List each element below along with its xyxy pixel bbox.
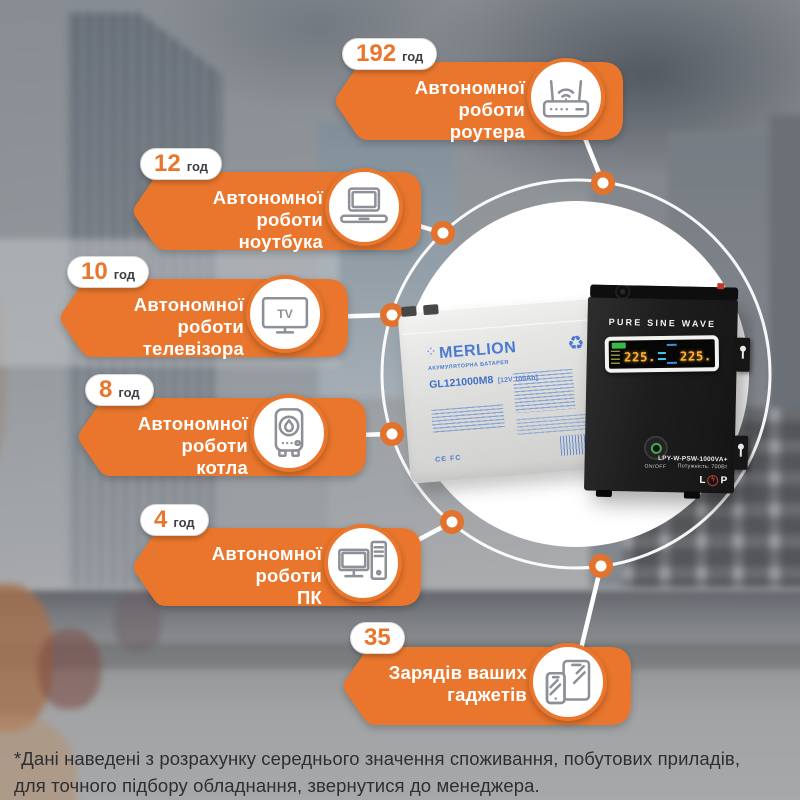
screen-label [666,343,677,346]
value-pill: 12 год [140,148,222,180]
keyhole-slot [737,443,744,450]
hours-unit: год [118,385,140,400]
inverter-foot [683,491,700,499]
hours-unit: год [173,515,195,530]
inverter-top-fans [590,284,739,301]
inverter-display: 225. 225. [604,335,720,373]
battery-barcode [559,433,588,456]
outer-ring [380,178,772,570]
svg-text:TV: TV [277,307,293,321]
green-indicator [611,342,626,349]
voltage-readout-right: 225. [679,348,712,364]
footnote-line2: для точного підбору обладнання, звернути… [14,775,540,796]
blurred-building [0,287,7,467]
value-pill: 192 год [342,38,438,70]
inverter-breaker [717,283,725,290]
hours-value: 10 [81,258,108,285]
hours-value: 8 [99,376,113,403]
wall-mount-bracket [735,337,751,372]
wall-mount-bracket [733,435,749,470]
connector-nodes [380,171,615,578]
battery-certifications: CЄ FC [434,454,462,464]
hours-unit: год [113,267,135,282]
blurred-building [114,589,162,653]
laptop-icon [325,168,403,246]
hours-unit: год [402,49,424,64]
inverter-slogan: PURE SINE WAVE [608,316,717,330]
inverter-foot [595,489,612,497]
logo-burst-icon: ⁘ [426,346,435,359]
blurred-building [37,629,102,710]
inverter-screen: 225. 225. [608,339,716,369]
keyhole-slot [739,345,747,352]
hours-unit: год [186,159,208,174]
battery-fine-print [431,404,505,434]
pc-icon [324,524,402,602]
hours-value: 192 [356,40,397,67]
value-pill: 8 год [85,374,154,406]
screen-label [666,361,677,364]
inverter-product: PURE SINE WAVE 225. 225. ON/OFF LPY-W-PS… [583,283,751,499]
recycle-icon: ♻ [566,332,586,355]
battery-fine-print [512,368,576,414]
battery-fine-print [516,413,592,436]
charges-value: 35 [364,624,391,651]
footnote: *Дані наведені з розрахунку середнього з… [14,745,740,799]
gadgets-icon [529,643,607,721]
hours-value: 12 [154,150,181,177]
battery-terminal [401,305,417,317]
battery-label: ⁘ MERLION АКУМУЛЯТОРНА БАТАРЕЯ GL121000M… [426,332,595,472]
value-pill: 10 год [67,256,149,288]
hours-value: 4 [154,506,168,533]
screen-ticks [610,350,621,366]
battery-model: GL121000M8 [428,373,494,391]
value-pill: 35 [350,622,405,654]
router-icon [527,58,605,136]
lightning-icon: ϟ [707,474,719,487]
screen-arrows [609,339,715,361]
value-pill: 4 год [140,504,209,536]
inverter-model: LPY-W-PSW-1000VA+ Потужність: 700Вт [657,454,728,471]
tv-icon: TV [246,275,324,353]
footnote-line1: *Дані наведені з розрахунку середнього з… [14,748,741,769]
battery-product: ⁘ MERLION АКУМУЛЯТОРНА БАТАРЕЯ GL121000M… [397,298,615,484]
voltage-readout-left: 225. [623,349,657,365]
logicpower-logo: L ϟ P [699,474,728,487]
battery-terminal [423,304,439,316]
boiler-icon [250,394,328,472]
